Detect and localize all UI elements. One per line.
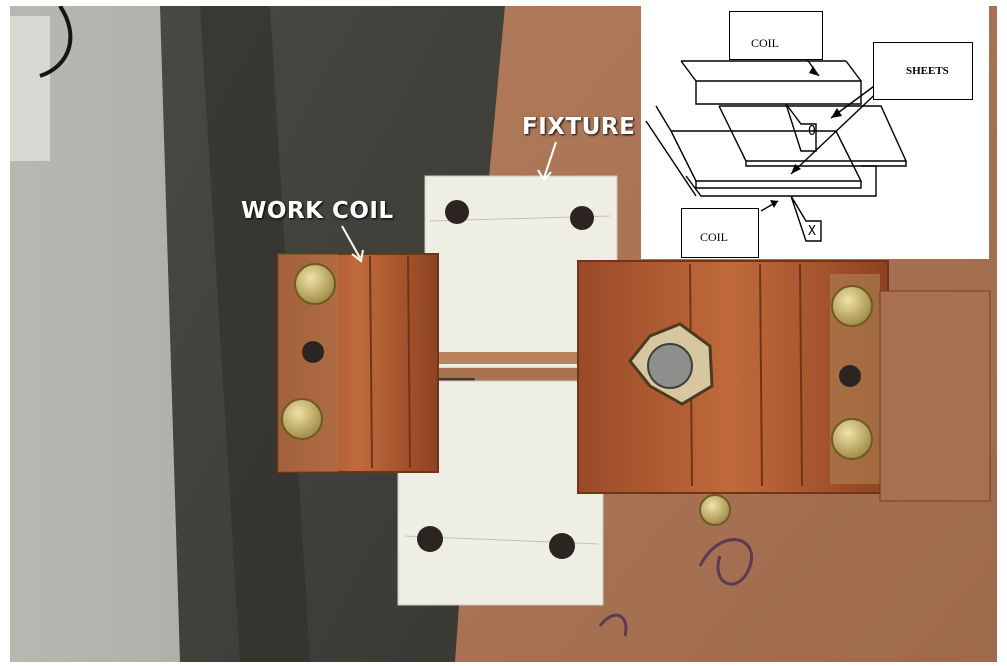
copper-bus-bar bbox=[879, 290, 991, 502]
wall-cable bbox=[39, 6, 73, 78]
bolt-hole bbox=[302, 341, 324, 363]
fixture-hole bbox=[445, 200, 469, 224]
brass-bolt bbox=[699, 494, 731, 526]
center-bolt bbox=[647, 343, 693, 389]
sheet-strip bbox=[430, 352, 595, 364]
diagram-coil-top-label: COIL bbox=[751, 36, 779, 50]
brass-bolt bbox=[294, 263, 336, 305]
brass-bolt bbox=[831, 418, 873, 460]
brass-bolt bbox=[281, 398, 323, 440]
bolt-hole bbox=[839, 365, 861, 387]
fixture-hole bbox=[549, 533, 575, 559]
fixture-hole bbox=[417, 526, 443, 552]
bench-marking bbox=[698, 538, 754, 586]
diagram-mark-o: O bbox=[808, 124, 816, 139]
wall-switch bbox=[10, 16, 50, 161]
floor-shadow bbox=[200, 6, 310, 662]
diagram-coil-top-label-box: COIL bbox=[729, 11, 823, 60]
fixture-hole bbox=[570, 206, 594, 230]
bench-marking bbox=[598, 613, 628, 637]
work-coil-label: WORK COIL bbox=[241, 198, 394, 224]
diagram-sheets-label-box: SHEETS bbox=[873, 42, 973, 100]
diagram-coil-bottom-label: COIL bbox=[700, 230, 728, 244]
diagram-mark-x: X bbox=[808, 224, 816, 239]
brass-bolt bbox=[831, 285, 873, 327]
coil-diagram-lines bbox=[645, 50, 908, 242]
diagram-coil-bottom-label-box: COIL bbox=[681, 208, 759, 258]
diagram-sheets-label: SHEETS bbox=[906, 65, 949, 77]
sheet-strip bbox=[430, 368, 595, 378]
fixture-label: FIXTURE bbox=[522, 114, 636, 140]
coil-diagram-inset: COIL SHEETS COIL O X bbox=[641, 6, 989, 259]
